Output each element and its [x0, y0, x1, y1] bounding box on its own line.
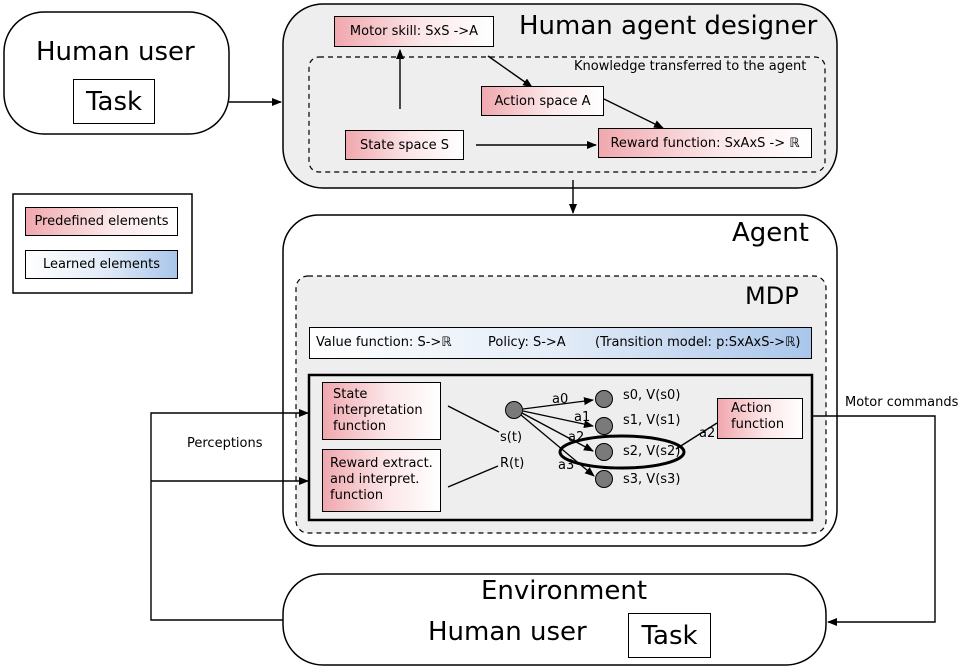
- action-function-box: Action function: [717, 398, 803, 439]
- state-node-s2: [595, 443, 613, 461]
- state-label-s2: s2, V(s2): [623, 444, 681, 459]
- action-out-label-a2: a2: [699, 426, 716, 441]
- value-function-label: Value function: S->ℝ: [316, 335, 452, 350]
- action-space-box: Action space A: [481, 86, 604, 116]
- reward-extract-line2: and interpret.: [330, 472, 420, 487]
- state-label-s1: s1, V(s1): [623, 413, 681, 428]
- link-action-function: [675, 422, 718, 450]
- legend-predefined: Predefined elements: [25, 207, 178, 236]
- arrow-motor-to-action: [487, 55, 533, 88]
- state-space-box: State space S: [345, 130, 464, 160]
- action-arrow-a1: [522, 410, 594, 429]
- action-arrow-a2: [521, 412, 594, 452]
- state-node-s3: [595, 470, 613, 488]
- human-user-title: Human user: [36, 37, 195, 67]
- human-user-task: Task: [73, 79, 155, 124]
- reward-t-label: R(t): [500, 456, 525, 471]
- state-node-s0: [595, 390, 613, 408]
- policy-label: Policy: S->A: [488, 335, 566, 350]
- state-interpretation-box: State interpretation function: [322, 382, 441, 440]
- perceptions-line: [150, 409, 309, 621]
- state-label-s0: s0, V(s0): [623, 388, 681, 403]
- legend-learned: Learned elements: [25, 250, 178, 279]
- learned-functions-bar: Value function: S->ℝ Policy: S->A (Trans…: [309, 327, 812, 359]
- reward-extract-line3: function: [330, 488, 384, 503]
- reward-function-box: Reward function: SxAxS -> ℝ: [598, 128, 812, 158]
- action-function-line2: function: [731, 417, 785, 432]
- state-label-s3: s3, V(s3): [623, 472, 681, 487]
- action-arrow-a3: [520, 414, 595, 477]
- designer-title: Human agent designer: [519, 11, 818, 41]
- transition-model-label: (Transition model: p:SxAxS->ℝ): [595, 335, 801, 350]
- environment-title: Environment: [481, 576, 648, 606]
- action-label-a1: a1: [574, 410, 591, 425]
- state-node-s1: [595, 417, 613, 435]
- mdp-inner-frame: [307, 373, 814, 522]
- state-interp-line2: interpretation: [333, 403, 423, 418]
- motor-commands-line: [812, 415, 936, 626]
- action-label-a0: a0: [552, 392, 569, 407]
- state-interp-line1: State: [333, 387, 368, 402]
- selected-state-ellipse: [558, 434, 686, 470]
- human-user-panel: [3, 11, 230, 135]
- knowledge-region: [308, 56, 826, 173]
- state-interp-line3: function: [333, 419, 387, 434]
- perceptions-label: Perceptions: [187, 436, 263, 451]
- agent-title: Agent: [732, 218, 809, 248]
- state-t-label: s(t): [500, 430, 523, 445]
- link-reward-rt: [447, 465, 499, 488]
- motor-commands-label: Motor commands: [845, 395, 959, 410]
- reward-extract-line1: Reward extract.: [330, 456, 433, 471]
- environment-human-user: Human user: [428, 617, 587, 647]
- action-arrow-a0: [522, 397, 594, 410]
- motor-skill-box: Motor skill: SxS ->A: [334, 16, 494, 47]
- arrow-action-to-reward: [603, 98, 664, 129]
- action-function-line1: Action: [731, 401, 772, 416]
- link-state-interp-st: [447, 405, 500, 433]
- knowledge-label: Knowledge transferred to the agent: [574, 59, 807, 74]
- action-label-a3: a3: [558, 458, 575, 473]
- current-state-node: [505, 401, 523, 419]
- reward-extract-box: Reward extract. and interpret. function: [322, 449, 441, 512]
- environment-task: Task: [628, 613, 711, 658]
- action-label-a2: a2: [568, 430, 585, 445]
- mdp-title: MDP: [745, 282, 799, 310]
